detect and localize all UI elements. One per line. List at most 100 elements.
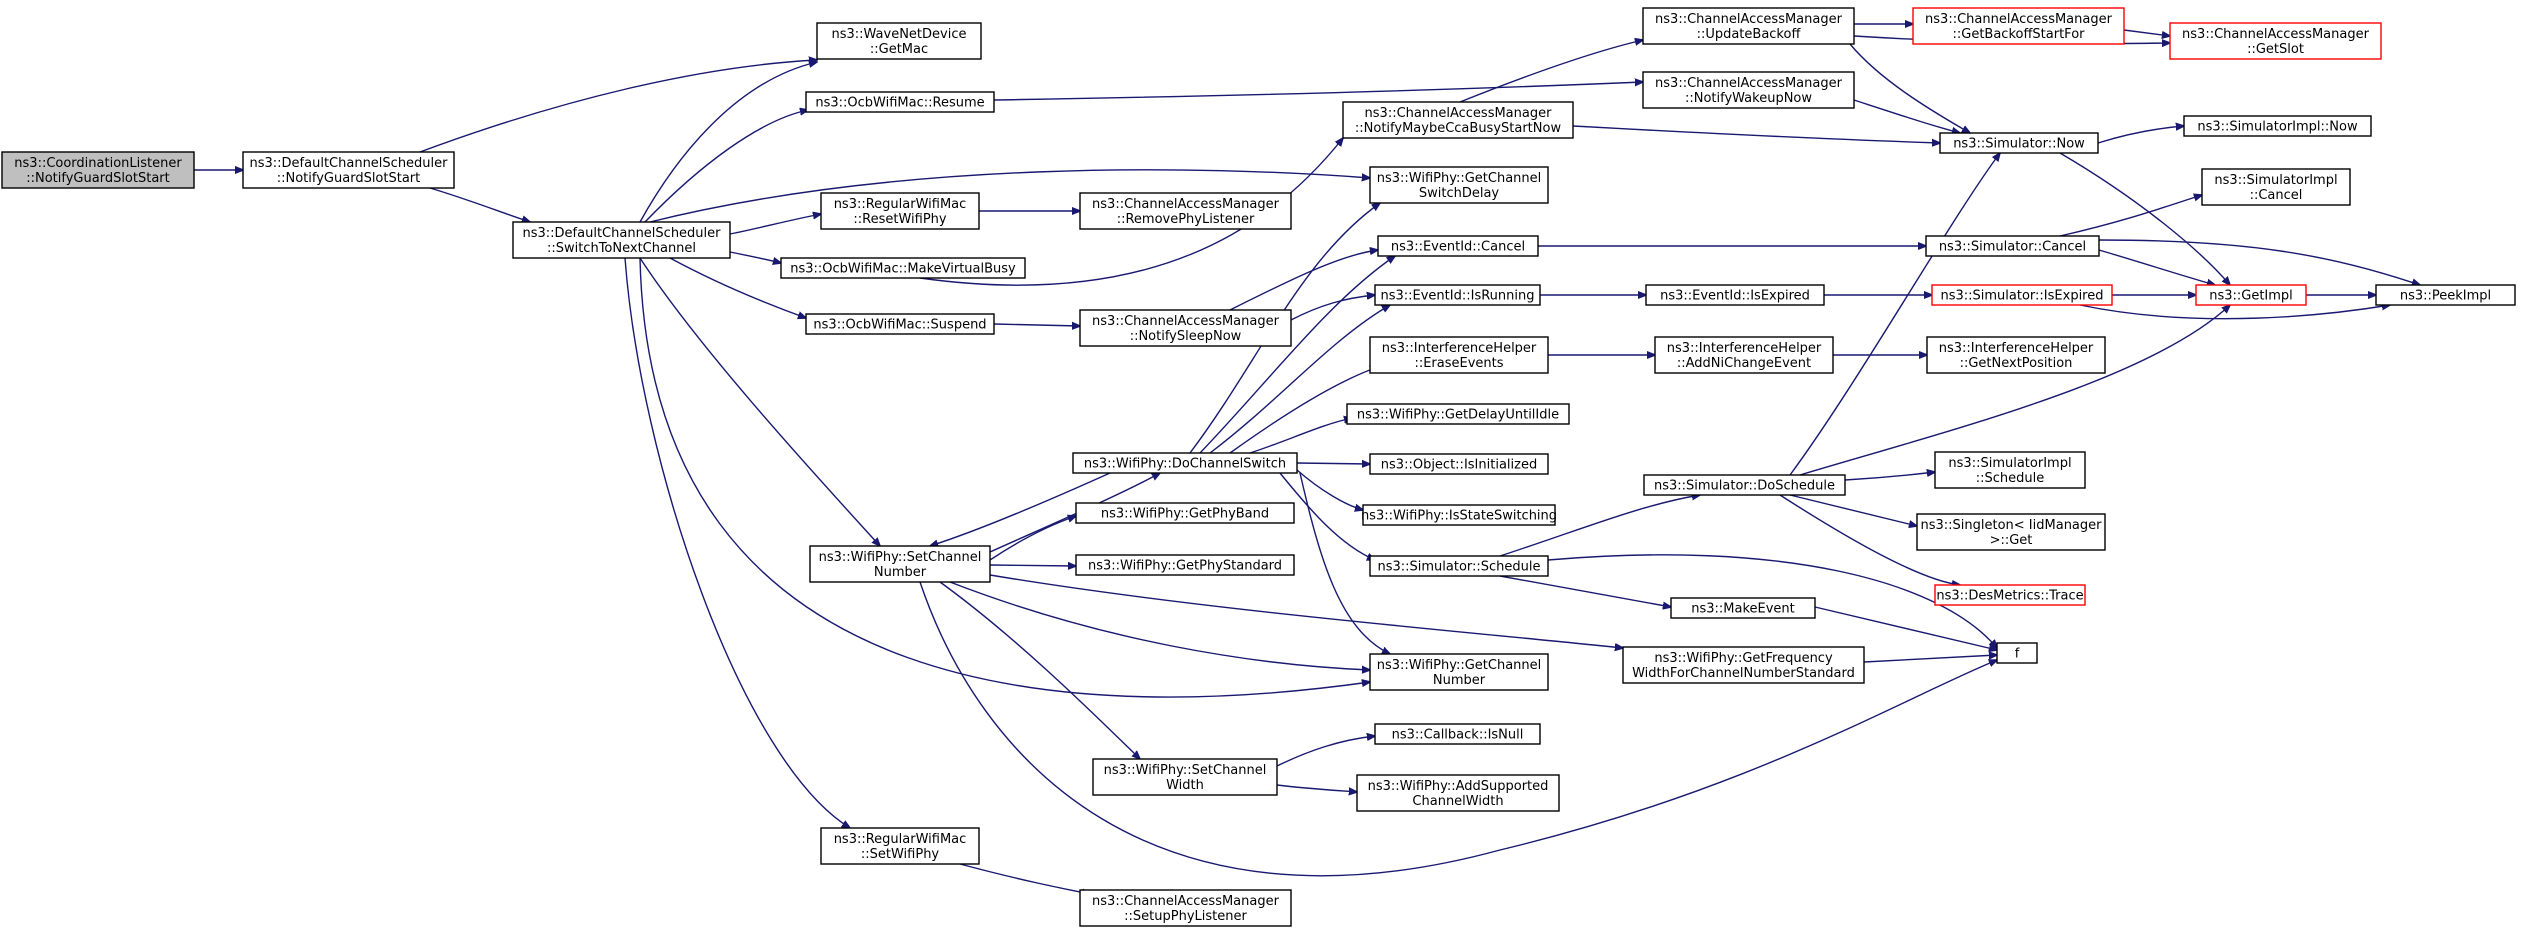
node-peek-impl[interactable]: ns3::PeekImpl (2375, 284, 2516, 306)
edge-camSleep-to-evRunning (1290, 295, 1375, 321)
node-sim-cancel[interactable]: ns3::Simulator::Cancel (1925, 235, 2100, 257)
node-sim-now[interactable]: ns3::Simulator::Now (1939, 132, 2099, 154)
node-box (1642, 71, 1855, 109)
edge-path (993, 324, 1080, 326)
node-ih-add-ni[interactable]: ns3::InterferenceHelper::AddNiChangeEven… (1654, 336, 1834, 374)
node-cam-remove[interactable]: ns3::ChannelAccessManager::RemovePhyList… (1079, 192, 1292, 230)
edge-simDoSchedule-to-simNow (1789, 153, 2000, 476)
edge-path (1296, 469, 1363, 510)
node-cam-wakeup[interactable]: ns3::ChannelAccessManager::NotifyWakeupN… (1642, 71, 1855, 109)
node-get-phy-band[interactable]: ns3::WifiPhy::GetPhyBand (1075, 502, 1295, 524)
node-box (1072, 452, 1298, 474)
node-label-line: ns3::WaveNetDevice (831, 27, 966, 42)
node-cam-sleep[interactable]: ns3::ChannelAccessManager::NotifySleepNo… (1079, 309, 1292, 347)
node-label-line: Number (874, 565, 927, 580)
edge-path (939, 581, 1140, 759)
node-sim-impl-now[interactable]: ns3::SimulatorImpl::Now (2183, 115, 2372, 137)
node-get-delay-idle[interactable]: ns3::WifiPhy::GetDelayUntilIdle (1346, 403, 1570, 425)
node-ev-running[interactable]: ns3::EventId::IsRunning (1374, 284, 1541, 306)
edge-dcsNotify-to-dcsSwitch (429, 187, 530, 222)
node-ev-is-expired[interactable]: ns3::EventId::IsExpired (1645, 284, 1825, 306)
edge-camUpdate-to-simNow (1849, 43, 1970, 133)
node-label-line: ns3::WifiPhy::GetDelayUntilIdle (1357, 408, 1559, 423)
node-ih-erase[interactable]: ns3::InterferenceHelper::EraseEvents (1369, 336, 1549, 374)
node-cam-update[interactable]: ns3::ChannelAccessManager::UpdateBackoff (1642, 7, 1855, 45)
node-ev-cancel[interactable]: ns3::EventId::Cancel (1377, 235, 1539, 257)
node-cam-backoff-start[interactable]: ns3::ChannelAccessManager::GetBackoffSta… (1912, 7, 2125, 45)
node-label-line: f (2015, 647, 2020, 662)
edge-path (624, 257, 850, 828)
edge-path (959, 863, 1090, 894)
edge-doChanSwitch-to-ihErase (1229, 367, 1378, 454)
node-rwm-reset[interactable]: ns3::RegularWifiMac::ResetWifiPhy (820, 192, 980, 230)
edge-simDoSchedule-to-getImpl (1799, 305, 2230, 476)
node-make-event[interactable]: ns3::MakeEvent (1670, 597, 1816, 619)
edge-doChanSwitch-to-setChanNum (930, 472, 1111, 546)
node-get-freq-width[interactable]: ns3::WifiPhy::GetFrequencyWidthForChanne… (1622, 646, 1865, 684)
node-box (809, 545, 991, 583)
edge-path (1276, 784, 1357, 792)
node-label-line: ::NotifyGuardSlotStart (26, 171, 170, 186)
node-cam-setup[interactable]: ns3::ChannelAccessManager::SetupPhyListe… (1079, 889, 1292, 927)
node-ocb-resume[interactable]: ns3::OcbWifiMac::Resume (805, 91, 995, 113)
edge-simDoSchedule-to-singleton (1789, 494, 1917, 526)
edge-doChanSwitch-to-evCancel (1199, 256, 1395, 454)
node-sim-schedule[interactable]: ns3::Simulator::Schedule (1369, 555, 1549, 577)
node-ih-next-pos[interactable]: ns3::InterferenceHelper::GetNextPosition (1926, 336, 2106, 374)
node-cam-cca[interactable]: ns3::ChannelAccessManager::NotifyMaybeCc… (1342, 101, 1574, 139)
node-label-line: ::AddNiChangeEvent (1677, 356, 1811, 371)
node-sim-impl-sched[interactable]: ns3::SimulatorImpl::Schedule (1934, 451, 2086, 489)
node-rwm-set-phy[interactable]: ns3::RegularWifiMac::SetWifiPhy (820, 827, 980, 865)
node-sim-do-schedule[interactable]: ns3::Simulator::DoSchedule (1643, 474, 1846, 496)
node-des-trace[interactable]: ns3::DesMetrics::Trace (1934, 584, 2086, 606)
node-label-line: ns3::WifiPhy::AddSupported (1368, 779, 1549, 794)
node-f-node[interactable]: f (1996, 642, 2038, 664)
node-label-line: ns3::SimulatorImpl (1948, 456, 2071, 471)
node-do-chan-switch[interactable]: ns3::WifiPhy::DoChannelSwitch (1072, 452, 1298, 474)
node-box (816, 22, 982, 60)
node-label-line: ::Schedule (1976, 471, 2045, 486)
node-ocb-suspend[interactable]: ns3::OcbWifiMac::Suspend (805, 313, 995, 335)
node-dcs-switch[interactable]: ns3::DefaultChannelScheduler::SwitchToNe… (512, 221, 731, 259)
edge-path (919, 581, 1997, 877)
node-box (1996, 642, 2038, 664)
edge-path (2098, 249, 2215, 285)
node-label-line: ns3::WifiPhy::GetFrequency (1654, 651, 1833, 666)
node-label-line: ns3::InterferenceHelper (1939, 341, 2094, 356)
node-box (1654, 336, 1834, 374)
edge-setChanNum-to-setChanWidth (939, 581, 1140, 759)
node-box (1926, 336, 2106, 374)
node-sim-impl-cancel[interactable]: ns3::SimulatorImpl::Cancel (2201, 168, 2351, 206)
edge-doChanSwitch-to-isStateSw (1296, 469, 1363, 510)
node-get-phy-std[interactable]: ns3::WifiPhy::GetPhyStandard (1075, 554, 1295, 576)
node-cb-is-null[interactable]: ns3::Callback::IsNull (1374, 723, 1541, 745)
node-ocb-busy[interactable]: ns3::OcbWifiMac::MakeVirtualBusy (780, 257, 1026, 279)
node-box (1356, 774, 1560, 812)
node-wave-get-mac[interactable]: ns3::WaveNetDevice::GetMac (816, 22, 982, 60)
edge-path (2123, 29, 2170, 36)
node-cam-get-slot[interactable]: ns3::ChannelAccessManager::GetSlot (2169, 22, 2382, 60)
node-obj-init[interactable]: ns3::Object::IsInitialized (1369, 453, 1549, 475)
node-label-line: ::EraseEvents (1414, 356, 1503, 371)
node-box (2183, 115, 2372, 137)
node-dcs-notify[interactable]: ns3::DefaultChannelScheduler::NotifyGuar… (242, 151, 455, 189)
node-singleton[interactable]: ns3::Singleton< IidManager>::Get (1916, 513, 2106, 551)
node-label-line: ns3::Simulator::Cancel (1939, 240, 2086, 255)
edge-simIsExpired-to-peekImpl (2079, 305, 2390, 320)
node-box (1622, 646, 1865, 684)
node-label-line: ns3::Simulator::Schedule (1377, 560, 1540, 575)
edge-path (1499, 495, 1700, 557)
node-sim-is-expired[interactable]: ns3::Simulator::IsExpired (1931, 284, 2113, 306)
node-label-line: ns3::Simulator::IsExpired (1940, 289, 2103, 304)
node-label-line: ::UpdateBackoff (1697, 27, 1802, 42)
node-is-state-sw[interactable]: ns3::WifiPhy::IsStateSwitching (1361, 504, 1557, 526)
node-get-impl[interactable]: ns3::GetImpl (2195, 284, 2307, 306)
edge-simDoSchedule-to-desTrace (1779, 494, 1960, 585)
edge-path (1789, 494, 1917, 526)
node-label-line: ns3::OcbWifiMac::Suspend (813, 318, 986, 333)
